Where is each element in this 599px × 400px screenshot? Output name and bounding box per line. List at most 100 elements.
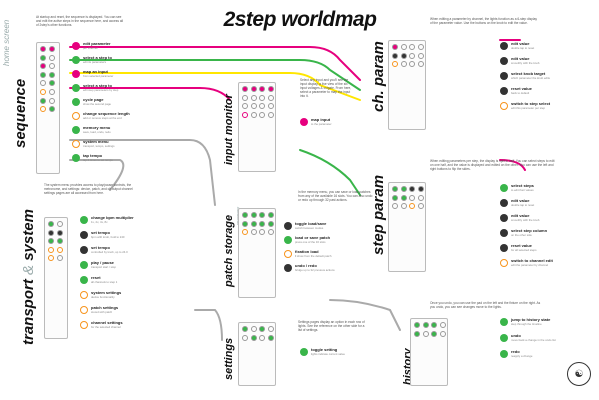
legend-sublabel: for the selected channel	[91, 324, 121, 329]
legend-sublabel: double tap to reset	[511, 202, 535, 207]
button-grid	[239, 323, 275, 344]
button-dot-icon	[500, 42, 508, 50]
section-patch-storage: patch storage	[223, 214, 235, 287]
wire-green-step	[299, 149, 361, 196]
button-dot-icon	[72, 56, 80, 64]
wire-magenta-step	[499, 159, 526, 171]
device-panel-patch-storage	[238, 208, 276, 298]
legend-label: select steps	[511, 183, 534, 189]
legend-sublabel: lights indicate current value	[311, 351, 345, 356]
step-param-description: When editing parameters per step, the di…	[430, 159, 555, 172]
button-dot-icon	[500, 57, 508, 65]
device-panel-step-param	[388, 182, 426, 272]
button-dot-icon	[300, 118, 308, 126]
legend-label: edit value	[511, 41, 530, 47]
input-monitor-description: Select any input and you'll see the inpu…	[300, 78, 352, 99]
legend-label: jump to history state	[511, 317, 551, 323]
legend-sublabel: reapply a change	[511, 353, 533, 358]
wire-gray-memory	[69, 139, 216, 206]
legend-sublabel: show the second page	[83, 101, 111, 106]
legend-sublabel: to the parameter	[311, 121, 332, 126]
legend-sublabel: on the other side	[511, 232, 532, 237]
legend-sublabel: from selected parameter	[83, 73, 114, 78]
button-dot-icon	[80, 261, 88, 269]
ch-param-description: When editing a parameter by channel, the…	[430, 17, 538, 26]
legend-sublabel: move back a change in the undo list	[511, 337, 556, 342]
button-dot-icon	[500, 334, 508, 342]
legend-sublabel: all channels to step 1	[91, 279, 118, 284]
device-panel-transport	[44, 217, 68, 339]
legend-sublabel: device functionality	[91, 294, 115, 299]
history-description: Once you undo, you can use the pad on th…	[430, 301, 541, 310]
legend-sublabel: smoothly with the knob	[511, 217, 540, 222]
legend-label: select a step to	[83, 55, 112, 61]
legend-sublabel: which parameter the knob edits	[511, 75, 550, 80]
patch-storage-description: In the memory menu, you can save or load…	[298, 190, 373, 203]
wire-yellow	[69, 72, 361, 101]
button-dot-icon	[72, 98, 80, 106]
button-dot-icon	[500, 87, 508, 95]
wire-magenta	[69, 46, 361, 81]
ring-button-icon	[500, 102, 508, 110]
legend-label: change sequence length	[83, 111, 130, 117]
legend-label: tap tempo	[83, 153, 103, 159]
button-grid	[411, 319, 447, 340]
button-dot-icon	[500, 214, 508, 222]
legend-label: undo / redo	[295, 263, 317, 269]
legend-sublabel: to edit their values	[511, 187, 534, 192]
legend-label: select step column	[511, 228, 548, 234]
section-sequence: sequence	[12, 78, 29, 148]
legend-label: load or save patch	[295, 235, 331, 241]
legend-sublabel: controlled by knob, up to 24.0	[91, 249, 128, 254]
button-grid	[239, 209, 275, 238]
legend-sublabel: 1x, 2x, 4x, 8x	[91, 219, 108, 224]
section-ch-param: ch. param	[370, 41, 387, 112]
button-dot-icon	[500, 72, 508, 80]
button-grid	[239, 83, 275, 121]
legend-sublabel: ll show from the default patch	[295, 253, 332, 258]
legend-sublabel: save, load, undo, redo	[83, 129, 111, 134]
legend-label: memory menu	[83, 125, 111, 131]
legend-sublabel: add or remove steps at the end	[83, 115, 122, 120]
transport-description: The system menu provides access to play/…	[44, 183, 133, 196]
section-step-param: step param	[370, 174, 387, 255]
legend-label: set tempo	[91, 245, 110, 251]
legend-label: cycle page	[83, 97, 104, 103]
logo-icon: ☯	[567, 362, 591, 386]
legend-label: fixation load	[295, 249, 319, 255]
button-dot-icon	[80, 276, 88, 284]
legend-label: redo	[511, 349, 520, 355]
legend-sublabel: press one of the 16 slots	[295, 239, 326, 244]
settings-description: Settings pages display an option in each…	[298, 320, 365, 333]
ring-button-icon	[284, 250, 292, 258]
button-grid	[37, 43, 59, 115]
ring-button-icon	[80, 306, 88, 314]
